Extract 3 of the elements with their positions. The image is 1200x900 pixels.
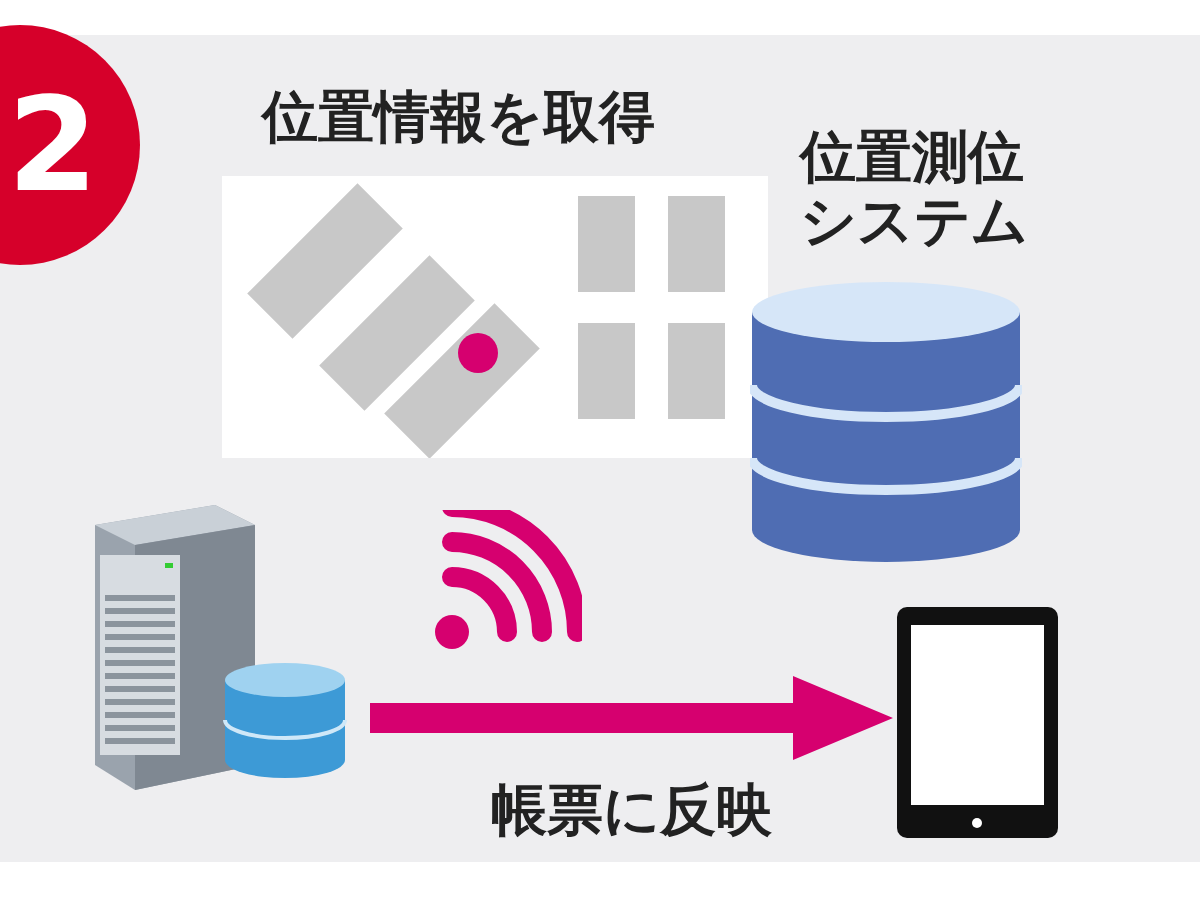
heading: 位置測位システム — [800, 125, 1029, 253]
heading: 位置情報を取得 — [262, 85, 655, 149]
arrow — [370, 676, 893, 760]
